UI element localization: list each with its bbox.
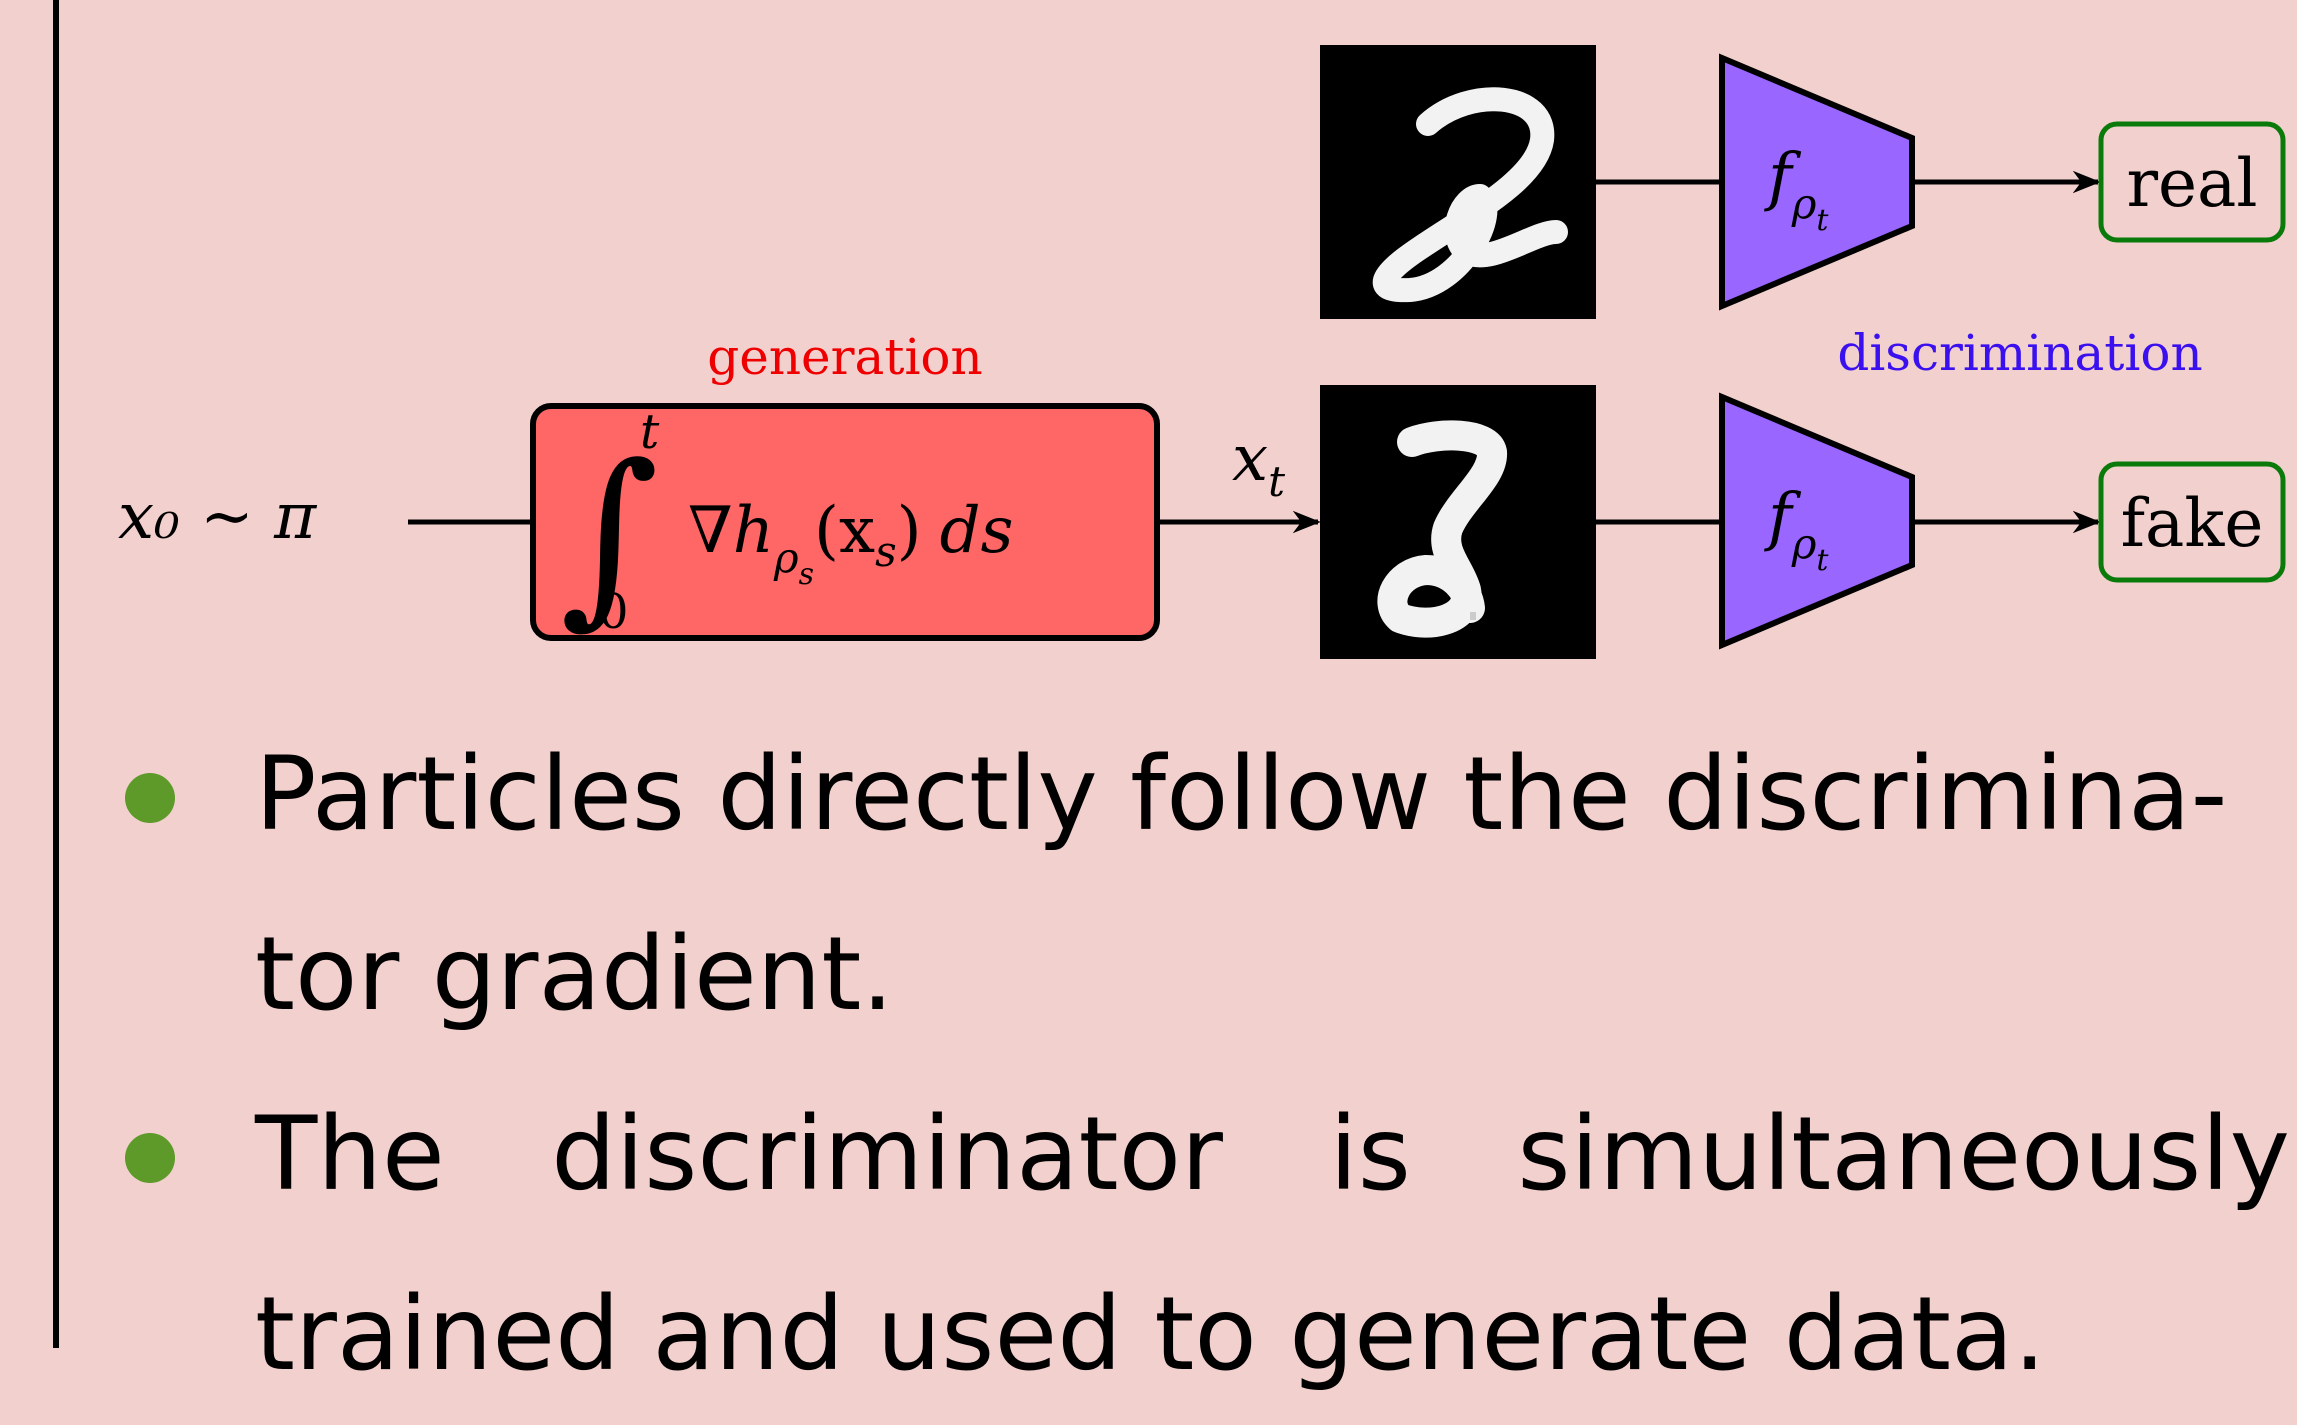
generation-label: generation	[707, 328, 983, 386]
bullet-2-word: simultaneously	[1517, 1095, 2290, 1214]
left-border-line	[53, 0, 59, 1348]
xt-label: xt	[1232, 422, 1285, 506]
bullet-2-word: is	[1329, 1095, 1411, 1214]
bullet-2-word: The	[255, 1095, 445, 1214]
discriminator-fake-block	[1719, 392, 1915, 650]
real-output-label: real	[2126, 145, 2257, 222]
gan-flow-diagram: x₀ ∼ π generation ∫ t 0 ∇hρs(xs)ds xt fρ…	[118, 45, 2286, 659]
bullet-item-1: Particles directly follow the discrimina…	[115, 705, 2290, 1065]
bullet-list: Particles directly follow the discrimina…	[115, 705, 2290, 1425]
bullet-2-line-1: The discriminator is simultaneously	[255, 1065, 2290, 1245]
fake-output-box	[2098, 461, 2286, 583]
fake-output-label: fake	[2121, 485, 2264, 562]
bullet-dot	[125, 1133, 175, 1183]
bullet-2-line-2: trained and used to generate data.	[255, 1275, 2046, 1394]
bullet-1-line-1: Particles directly follow the discrimina…	[255, 735, 2228, 854]
integral-lower-limit: 0	[598, 584, 629, 640]
fake-digit-image	[1320, 385, 1596, 659]
integral-sign: ∫	[560, 424, 659, 645]
bullet-1-line-2: tor gradient.	[255, 915, 894, 1034]
integral-upper-limit: t	[640, 404, 660, 460]
bullet-dot	[125, 773, 175, 823]
integrand-text: ∇hρs(xs)ds	[688, 494, 1013, 592]
discrimination-label: discrimination	[1837, 324, 2202, 382]
bullet-2-word: discriminator	[551, 1095, 1223, 1214]
discriminator-real-block	[1719, 53, 1915, 311]
bullet-item-2: The discriminator is simultaneously trai…	[115, 1065, 2290, 1425]
input-label: x₀ ∼ π	[118, 480, 317, 554]
real-output-box	[2098, 121, 2286, 243]
real-digit-image	[1320, 45, 1596, 319]
